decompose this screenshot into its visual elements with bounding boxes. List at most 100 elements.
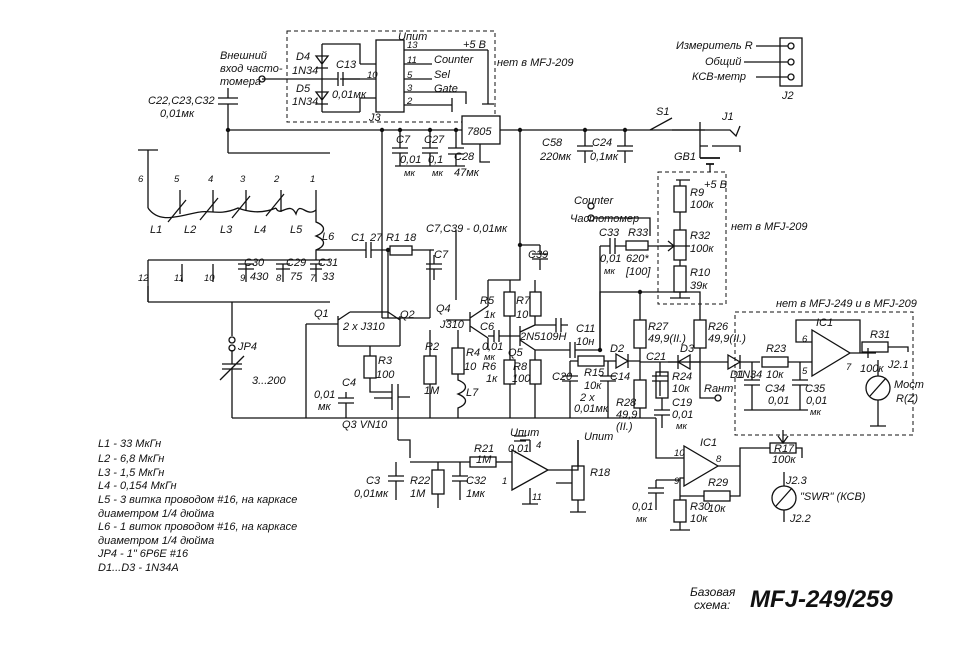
svg-text:[100]: [100] xyxy=(625,266,651,278)
svg-text:2 x: 2 x xyxy=(579,392,595,404)
c13-label: C13 xyxy=(336,59,357,71)
svg-text:620*: 620* xyxy=(626,253,649,265)
r18-label: R18 xyxy=(590,467,611,479)
svg-text:10к: 10к xyxy=(672,383,690,395)
svg-text:10: 10 xyxy=(367,70,378,81)
r1-label: R1 xyxy=(386,232,400,244)
q5-label: Q5 xyxy=(508,347,524,359)
c29-label: C29 xyxy=(286,257,306,269)
svg-text:0,01: 0,01 xyxy=(806,395,827,407)
svg-text:33: 33 xyxy=(322,271,335,283)
svg-text:мк: мк xyxy=(676,421,688,432)
svg-text:0,01: 0,01 xyxy=(508,443,529,455)
c27-label: C27 xyxy=(424,134,445,146)
svg-text:39к: 39к xyxy=(690,280,708,292)
q5-type: 2N5109Н xyxy=(519,331,567,343)
j3-sel: Sel xyxy=(434,69,450,81)
svg-text:100к: 100к xyxy=(690,243,714,255)
d5-label: D5 xyxy=(296,83,311,95)
legend-l2: L2 - 6,8 МкГн xyxy=(98,453,164,465)
svg-text:8: 8 xyxy=(276,273,282,284)
d4-label: D4 xyxy=(296,51,310,63)
q4-label: Q4 xyxy=(436,303,451,315)
svg-text:R(Z): R(Z) xyxy=(896,393,918,405)
r4-label: R4 xyxy=(466,347,480,359)
svg-text:10к: 10к xyxy=(690,513,708,525)
svg-text:0,01: 0,01 xyxy=(672,409,693,421)
svg-text:5: 5 xyxy=(802,366,808,377)
svg-text:100: 100 xyxy=(512,373,531,385)
c31-label: C31 xyxy=(318,257,338,269)
meter1-label: Мост xyxy=(894,379,924,391)
svg-text:мк: мк xyxy=(404,168,416,179)
l5-label: L5 xyxy=(290,224,303,236)
svg-text:мк: мк xyxy=(636,514,648,525)
svg-text:5: 5 xyxy=(174,174,180,185)
svg-text:7: 7 xyxy=(846,362,852,373)
r23-resistor xyxy=(761,356,789,368)
r33-label: R33 xyxy=(628,227,649,239)
q3-label: Q3 VN10 xyxy=(342,419,388,431)
svg-text:12: 12 xyxy=(138,273,149,284)
c7-label: C7 xyxy=(396,134,411,146)
s1-label: S1 xyxy=(656,106,669,118)
svg-text:10: 10 xyxy=(464,361,477,373)
svg-text:49,9: 49,9 xyxy=(616,409,637,421)
j2-pin-common: Общий xyxy=(705,56,741,68)
svg-text:0,01: 0,01 xyxy=(768,395,789,407)
r17-label: R17 xyxy=(774,443,795,455)
legend: L1 - 33 МкГн L2 - 6,8 МкГн L3 - 1,5 МкГн… xyxy=(97,438,297,574)
r30-label: R30 xyxy=(690,501,711,513)
j22-label: J2.2 xyxy=(789,513,811,525)
jp4-label: JP4 xyxy=(237,341,257,353)
c20-label: C20 xyxy=(552,371,573,383)
r7-label: R7 xyxy=(516,295,531,307)
r10-resistor xyxy=(673,265,687,293)
r6-label: R6 xyxy=(482,361,497,373)
legend-l1: L1 - 33 МкГн xyxy=(98,438,161,450)
j21-label: J2.1 xyxy=(887,359,909,371)
svg-text:1М: 1М xyxy=(476,454,492,466)
c3-label: C3 xyxy=(366,475,381,487)
r31-label: R31 xyxy=(870,329,890,341)
counter-block-note: нет в MFJ-209 xyxy=(497,57,573,69)
r1-resistor xyxy=(389,245,413,256)
ext-input-l2: вход часто- xyxy=(220,63,283,75)
c22-label: C22,C23,C32 xyxy=(148,95,215,107)
svg-text:3: 3 xyxy=(407,83,413,94)
svg-text:0,01мк: 0,01мк xyxy=(332,89,367,101)
svg-text:430: 430 xyxy=(250,271,269,283)
r27-resistor xyxy=(633,319,647,349)
legend-l5b: диаметром 1/4 дюйма xyxy=(98,508,214,520)
c34-label: C34 xyxy=(765,383,785,395)
svg-text:10к: 10к xyxy=(766,369,784,381)
c6-label: C6 xyxy=(480,321,495,333)
r2-resistor xyxy=(423,355,437,385)
svg-text:3: 3 xyxy=(240,174,246,185)
svg-text:2: 2 xyxy=(273,174,280,185)
svg-text:5: 5 xyxy=(407,70,413,81)
q4-type: J310 xyxy=(439,319,465,331)
svg-text:18: 18 xyxy=(404,232,417,244)
svg-text:+5 В: +5 В xyxy=(704,179,727,191)
model-title: MFJ-249/259 xyxy=(750,586,893,613)
r30-resistor xyxy=(673,499,687,523)
d2-label: D2 xyxy=(610,343,624,355)
divider-block-note: нет в MFJ-209 xyxy=(731,221,807,233)
legend-l4: L4 - 0,154 МкГн xyxy=(98,480,177,492)
svg-text:мк: мк xyxy=(810,407,822,418)
ext-input-l1: Внешний xyxy=(220,50,267,62)
legend-l6: L6 - 1 виток проводом #16, на каркасе xyxy=(98,521,297,533)
l7-label: L7 xyxy=(466,387,479,399)
svg-text:0,01мк: 0,01мк xyxy=(354,488,389,500)
svg-text:1М: 1М xyxy=(410,488,426,500)
swr-meter xyxy=(771,485,797,511)
l6-label: L6 xyxy=(322,231,335,243)
svg-text:4: 4 xyxy=(208,174,213,185)
c7b-label: C7 xyxy=(434,249,449,261)
svg-text:75: 75 xyxy=(290,271,303,283)
ic1-opamp-lower xyxy=(683,444,720,488)
regulator-7805 xyxy=(461,115,501,145)
j2-pin-swr: КСВ-метр xyxy=(692,71,746,83)
j23-label: J2.3 xyxy=(785,475,808,487)
